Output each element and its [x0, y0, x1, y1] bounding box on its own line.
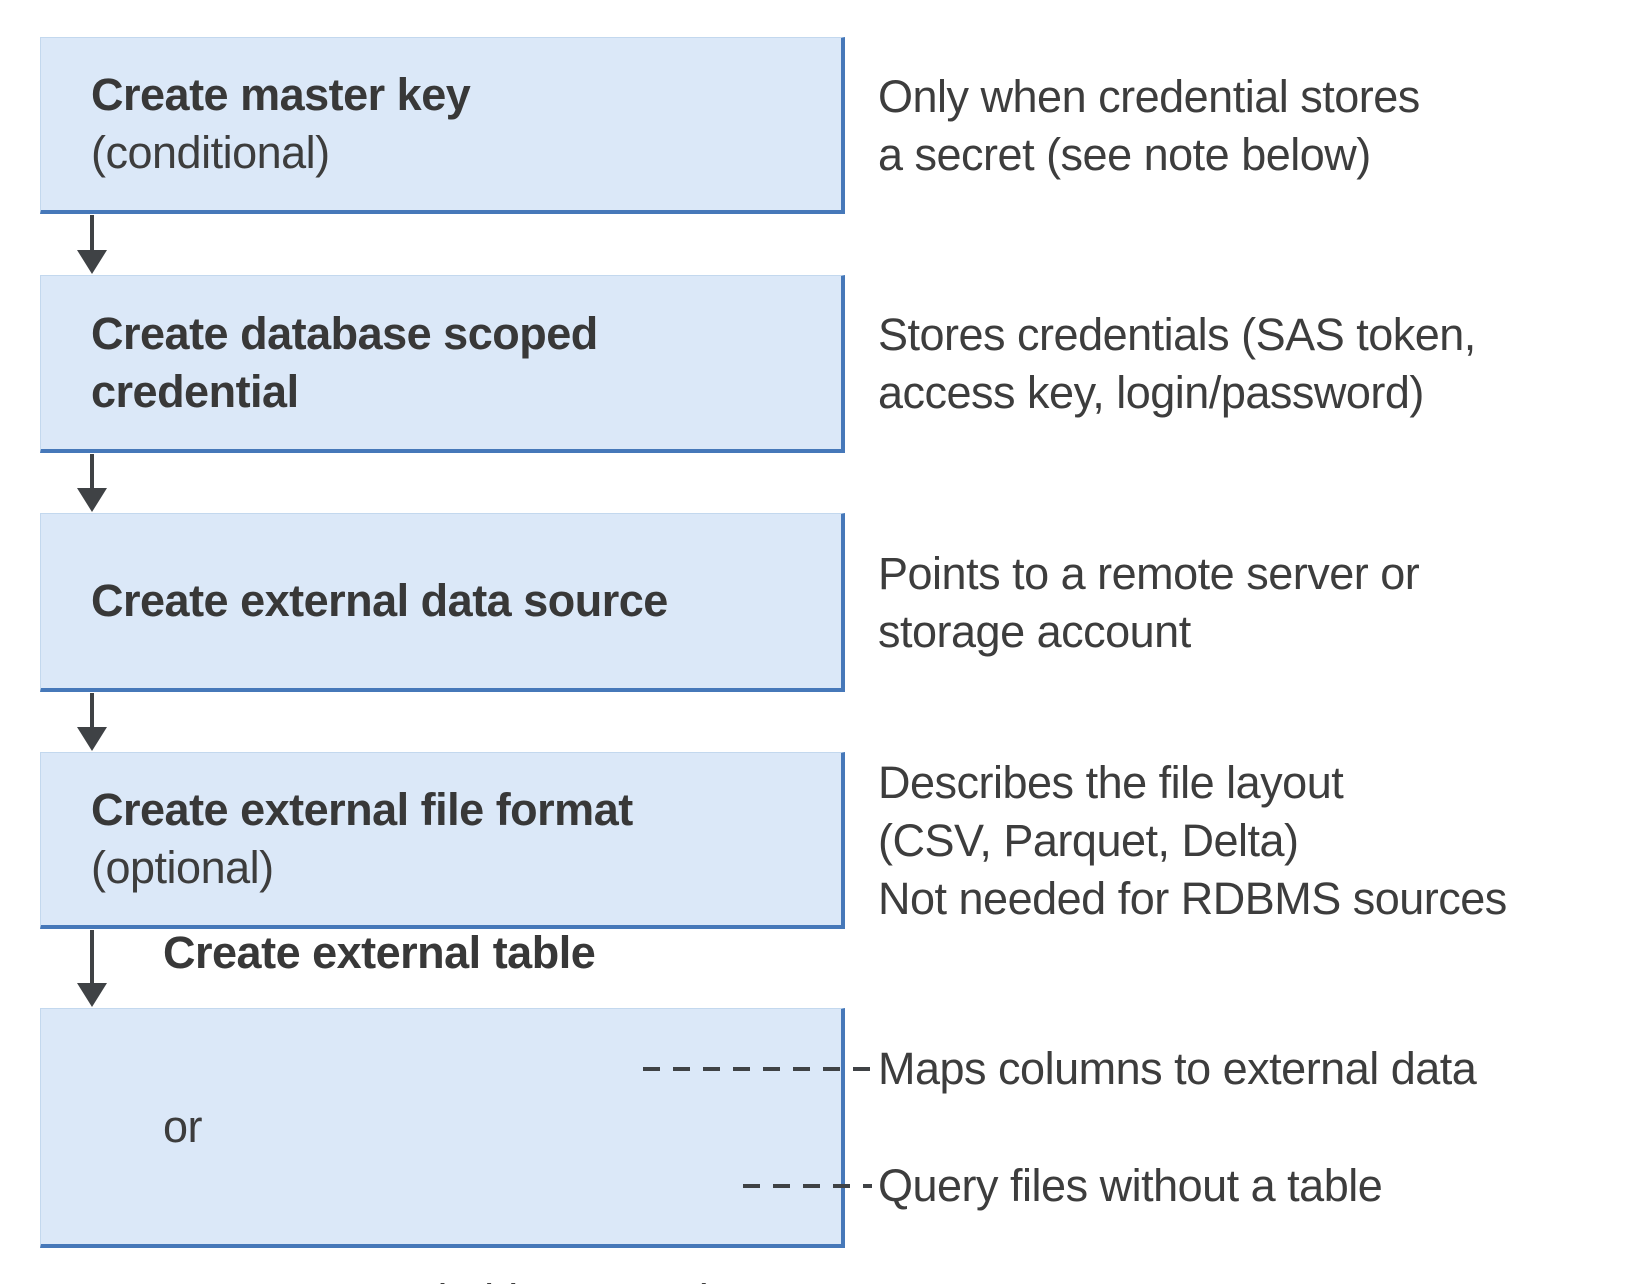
step-line-create-external-table: Create external table: [91, 866, 841, 1040]
step-box-external-table-or-openrowset: Create external table or Openrowset (ad-…: [40, 927, 845, 1284]
note-data-source: Points to a remote server or storage acc…: [878, 547, 1420, 657]
adhoc-query-label: (ad-hoc query): [418, 1275, 716, 1284]
arrow-shaft: [90, 215, 94, 258]
step-box-external-data-source: Create external data source: [40, 513, 845, 692]
step-box-external-file-format: Create external file format (optional): [40, 752, 845, 929]
step-line-or: or: [91, 1040, 841, 1214]
arrow-shaft: [90, 693, 94, 735]
note-file-format: Describes the file layout (CSV, Parquet,…: [878, 756, 1507, 924]
arrow-down-icon: [77, 488, 107, 512]
flow-arrow-3: [77, 693, 107, 751]
flow-arrow-4: [77, 930, 107, 1007]
arrow-shaft: [90, 930, 94, 991]
note-openrowset: Query files without a table: [878, 1160, 1383, 1211]
openrowset-label: Openrowset: [163, 1275, 419, 1284]
step-title: Create external file format: [91, 784, 633, 835]
step-title: Create external data source: [91, 575, 668, 626]
step-title: Create master key: [91, 69, 471, 120]
step-title: Create database scoped credential: [91, 307, 598, 417]
step-line-openrowset: Openrowset (ad-hoc query): [91, 1214, 841, 1284]
step-subtitle: (optional): [91, 842, 274, 893]
step-box-database-scoped-credential: Create database scoped credential: [40, 275, 845, 453]
arrow-shaft: [90, 454, 94, 496]
dashed-connector-openrowset: [743, 1184, 872, 1188]
dashed-connector-external-table: [643, 1067, 872, 1071]
step-title: Create external table: [163, 926, 596, 978]
note-external-table: Maps columns to external data: [878, 1043, 1477, 1094]
arrow-down-icon: [77, 250, 107, 274]
flow-arrow-2: [77, 454, 107, 512]
arrow-down-icon: [77, 727, 107, 751]
arrow-down-icon: [77, 983, 107, 1007]
step-subtitle: (conditional): [91, 127, 330, 178]
note-master-key: Only when credential stores a secret (se…: [878, 70, 1420, 180]
or-label: or: [163, 1100, 203, 1152]
note-credential: Stores credentials (SAS token, access ke…: [878, 309, 1476, 418]
step-box-create-master-key: Create master key (conditional): [40, 37, 845, 214]
flow-arrow-1: [77, 215, 107, 274]
